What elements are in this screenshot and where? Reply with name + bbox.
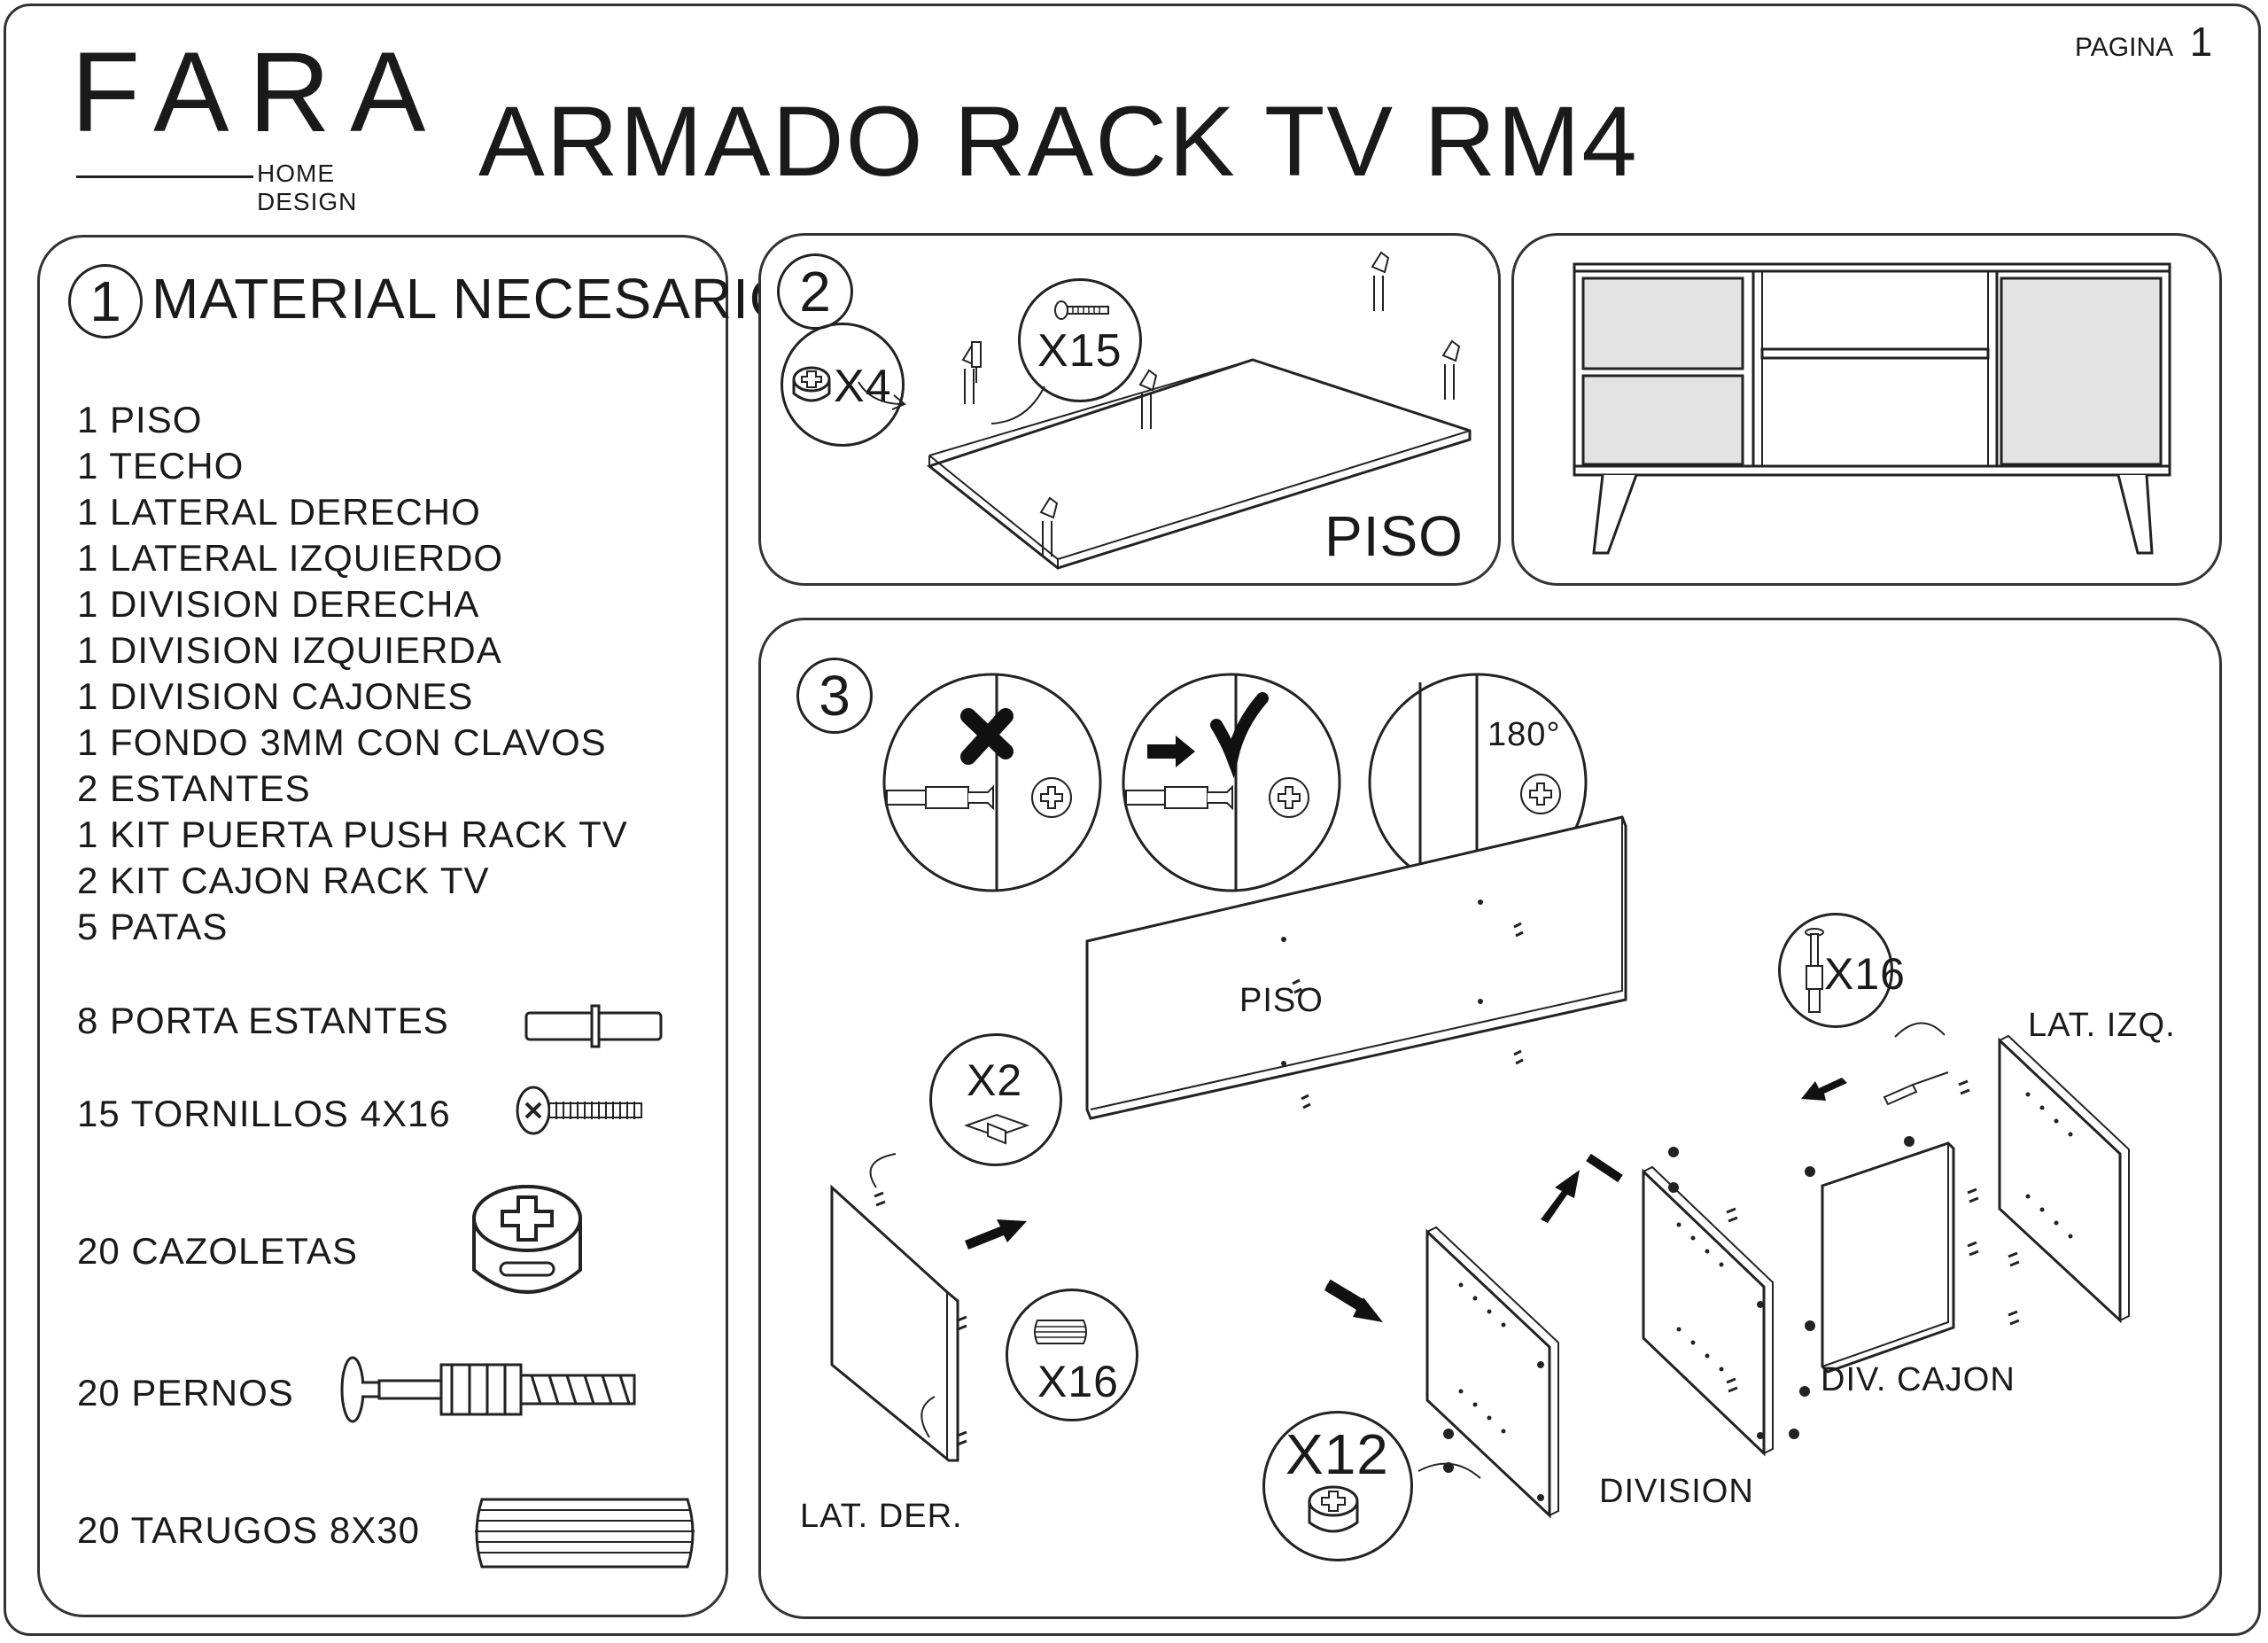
cabinet-preview-panel <box>1511 233 2222 586</box>
brand-logo: FARA HOME DESIGN <box>71 29 446 216</box>
left-side-label: LAT. IZQ. <box>2028 1007 2176 1044</box>
floor-label: PISO <box>1239 982 1324 1019</box>
part-item: 1 DIVISION DERECHA <box>77 583 480 625</box>
page-number-block: PAGINA 1 <box>2075 18 2212 66</box>
step-number-1: 1 <box>68 264 143 339</box>
hardware-item-cam-bolt: 20 PERNOS <box>77 1372 294 1413</box>
brand-name: FARA <box>71 29 446 156</box>
bracket-callout <box>929 1033 1062 1166</box>
part-item: 1 LATERAL DERECHO <box>77 491 481 533</box>
cam-bolt-icon <box>1805 928 1824 1013</box>
hardware-item-shelf-support: 8 PORTA ESTANTES <box>77 1000 449 1041</box>
brand-subtitle: HOME DESIGN <box>257 160 358 215</box>
rotation-angle: 180° <box>1487 716 1561 753</box>
shelf-support-icon <box>524 1004 663 1048</box>
dowel-icon <box>475 1498 695 1569</box>
drawer-division-label: DIV. CAJON <box>1821 1361 2016 1398</box>
exploded-assembly-drawing <box>830 815 2130 1519</box>
dowel-callout <box>1006 1289 1138 1421</box>
cam-lock-icon <box>1308 1485 1359 1533</box>
bolt-quantity: X16 <box>1824 949 1906 999</box>
hardware-item-dowel: 20 TARUGOS 8X30 <box>77 1509 420 1551</box>
cam-callout <box>1262 1411 1413 1561</box>
part-item: 1 DIVISION CAJONES <box>77 675 474 717</box>
part-item: 5 PATAS <box>77 906 229 947</box>
bracket-quantity: X2 <box>967 1055 1023 1105</box>
hardware-item-screw: 15 TORNILLOS 4X16 <box>77 1093 451 1134</box>
part-item: 1 LATERAL IZQUIERDO <box>77 537 504 579</box>
right-side-label: LAT. DER. <box>800 1498 963 1535</box>
floor-label: PISO <box>1324 504 1464 568</box>
correct-orientation-detail <box>1122 673 1341 892</box>
material-title: MATERIAL NECESARIO <box>151 267 795 331</box>
screw-icon <box>516 1086 642 1135</box>
page-label: PAGINA <box>2075 33 2174 62</box>
cam-quantity: X12 <box>1285 1422 1389 1486</box>
hardware-item-cam-lock: 20 CAZOLETAS <box>77 1230 358 1272</box>
page-frame <box>4 4 2261 1636</box>
part-item: 1 DIVISION IZQUIERDA <box>77 629 502 671</box>
cabinet-illustration <box>1573 262 2171 555</box>
step-number-3: 3 <box>796 658 873 734</box>
bracket-icon <box>963 1113 1030 1145</box>
material-panel: 1 MATERIAL NECESARIO 1 PISO 1 TECHO 1 LA… <box>37 235 794 1617</box>
screw-callout <box>1018 278 1142 402</box>
division-label: DIVISION <box>1599 1473 1754 1510</box>
cam-lock-icon <box>472 1185 582 1294</box>
wrong-orientation-detail <box>882 673 1102 892</box>
bolt-callout <box>1778 913 1893 1028</box>
page-number: 1 <box>2189 19 2213 65</box>
part-item: 2 KIT CAJON RACK TV <box>77 860 490 901</box>
parts-list: 1 PISO 1 TECHO 1 LATERAL DERECHO 1 LATER… <box>77 397 628 950</box>
floor-panel-drawing <box>858 251 1472 570</box>
dowel-icon <box>1034 1320 1087 1344</box>
cam-bolt-icon <box>340 1356 636 1423</box>
part-item: 2 ESTANTES <box>77 767 311 809</box>
part-item: 1 FONDO 3MM CON CLAVOS <box>77 721 607 763</box>
screw-icon <box>1054 300 1109 320</box>
cam-callout <box>781 323 905 447</box>
screw-quantity: X15 <box>1037 325 1122 377</box>
step-number-2: 2 <box>777 253 853 330</box>
step2-panel: 2 X4 X15 PISO <box>758 233 1501 586</box>
brand-underline <box>76 175 253 178</box>
dowel-quantity: X16 <box>1037 1357 1119 1406</box>
page-title: ARMADO RACK TV RM4 <box>478 86 1639 197</box>
cam-lock-icon <box>792 366 831 402</box>
part-item: 1 TECHO <box>77 445 245 487</box>
part-item: 1 PISO <box>77 399 203 440</box>
part-item: 1 KIT PUERTA PUSH RACK TV <box>77 814 628 855</box>
step3-panel: 3 180° <box>758 618 2222 1619</box>
